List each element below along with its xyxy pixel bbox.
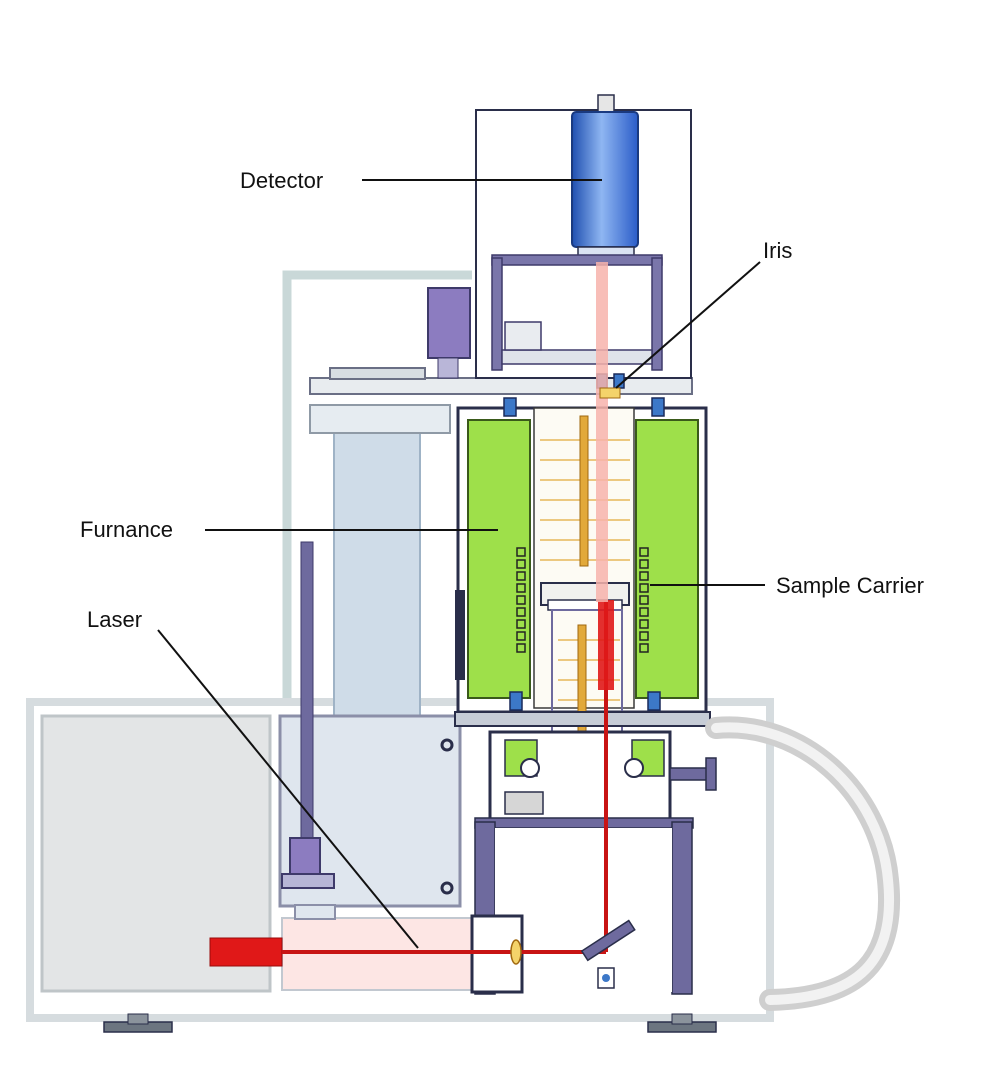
label-laser: Laser xyxy=(87,607,142,632)
mirror xyxy=(580,919,636,962)
column-cap xyxy=(309,404,451,434)
furnace-heater-right xyxy=(635,419,699,699)
lift-base xyxy=(281,873,335,889)
mirror-pivot xyxy=(602,974,610,982)
leader-laser xyxy=(157,629,419,949)
bearing-right xyxy=(624,758,644,778)
valve-block xyxy=(504,791,544,815)
furnace-heater-left xyxy=(467,419,531,699)
label-furnace: Furnance xyxy=(80,517,173,542)
motor-mount xyxy=(437,357,459,379)
lower-flange xyxy=(454,711,711,727)
lift-motor xyxy=(289,837,321,875)
cabinet-knob xyxy=(440,881,454,895)
top-platform xyxy=(309,377,693,395)
label-detector: Detector xyxy=(240,168,323,193)
lower-chamber xyxy=(474,817,694,995)
support-feet xyxy=(103,1013,717,1033)
gas-port-flange xyxy=(705,757,717,791)
platform-plate xyxy=(329,367,426,380)
focusing-lens xyxy=(510,939,522,965)
iris-aperture xyxy=(599,387,621,399)
detector-top-knob xyxy=(597,94,615,114)
heater-coils xyxy=(516,547,649,653)
purple-motor-box xyxy=(427,287,471,359)
detector-frame xyxy=(491,254,663,371)
support-column xyxy=(333,431,421,718)
laser-beam xyxy=(282,262,614,954)
bearing-left xyxy=(520,758,540,778)
thermocouple-upper xyxy=(579,415,589,567)
gas-port-pipe xyxy=(669,767,711,781)
leader-lines xyxy=(157,179,765,949)
vacuum-hose xyxy=(705,716,901,1011)
cabinet-knob xyxy=(440,738,454,752)
lift-rod xyxy=(300,541,314,843)
label-iris: Iris xyxy=(763,238,792,263)
label-sample-carrier: Sample Carrier xyxy=(776,573,924,598)
leader-iris xyxy=(615,261,761,389)
